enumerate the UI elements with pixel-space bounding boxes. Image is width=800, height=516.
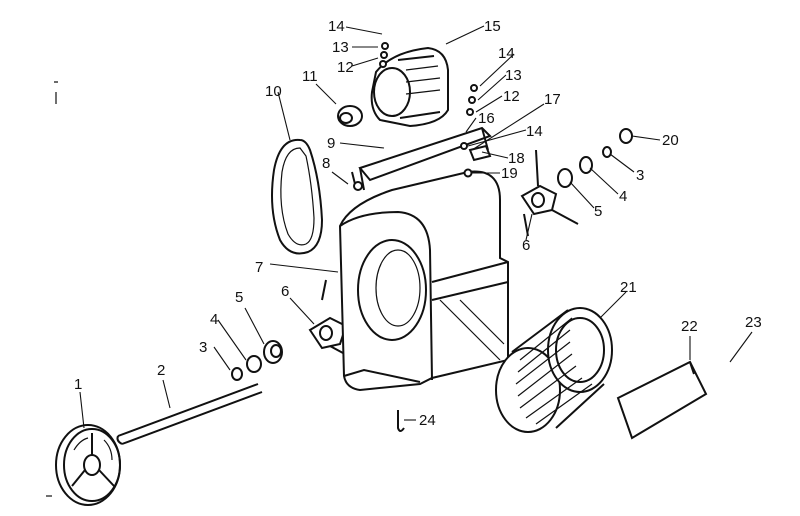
small-clip: [397, 410, 405, 432]
callout-4-right: 4: [619, 188, 627, 205]
leader-lines: [79, 25, 753, 429]
motor: [370, 46, 449, 128]
callout-5-right: 5: [594, 203, 602, 220]
pulley-wheel: [55, 424, 121, 506]
cutoff-plate: [616, 360, 708, 440]
callout-13-left: 13: [332, 39, 349, 56]
callout-6-right: 6: [522, 237, 530, 254]
callout-5-left: 5: [235, 289, 243, 306]
motor-hardware-stack: [379, 42, 478, 116]
callout-7: 7: [255, 259, 263, 276]
callout-13-right: 13: [505, 67, 522, 84]
callout-21: 21: [620, 279, 637, 296]
callout-labels: 1 2 3 4 5 6 7 8 9 10 11 12 13 14 15 14 1…: [74, 18, 762, 429]
callout-3-right: 3: [636, 167, 644, 184]
stray-marks: [46, 81, 58, 497]
callout-4-left: 4: [210, 311, 218, 328]
drive-belt: [271, 138, 324, 255]
callout-12-right: 12: [503, 88, 520, 105]
callout-20: 20: [662, 132, 679, 149]
blower-housing: [338, 170, 509, 392]
housing-clip: [351, 171, 363, 191]
shaft: [116, 383, 263, 445]
callout-17: 17: [544, 91, 561, 108]
callout-15: 15: [484, 18, 501, 35]
callout-18: 18: [508, 150, 525, 167]
callout-6-left: 6: [281, 283, 289, 300]
callout-2: 2: [157, 362, 165, 379]
callout-9: 9: [327, 135, 335, 152]
callout-1: 1: [74, 376, 82, 393]
callout-11: 11: [302, 68, 318, 85]
motor-pulley: [337, 105, 363, 127]
callout-22: 22: [681, 318, 698, 335]
callout-10: 10: [265, 83, 282, 100]
callout-8: 8: [322, 155, 330, 172]
blower-wheel: [495, 307, 613, 433]
right-bearing-set: [520, 128, 633, 237]
callout-16: 16: [478, 110, 495, 127]
callout-24: 24: [419, 412, 436, 429]
callout-12-left: 12: [337, 59, 354, 76]
callout-14-right-top: 14: [498, 45, 515, 62]
left-bearing-set: [231, 340, 283, 381]
callout-14-right-mid: 14: [526, 123, 543, 140]
bracket-hardware: [460, 142, 492, 178]
callout-19: 19: [501, 165, 518, 182]
callout-14-left: 14: [328, 18, 345, 35]
callout-23: 23: [745, 314, 762, 331]
callout-3-left: 3: [199, 339, 207, 356]
